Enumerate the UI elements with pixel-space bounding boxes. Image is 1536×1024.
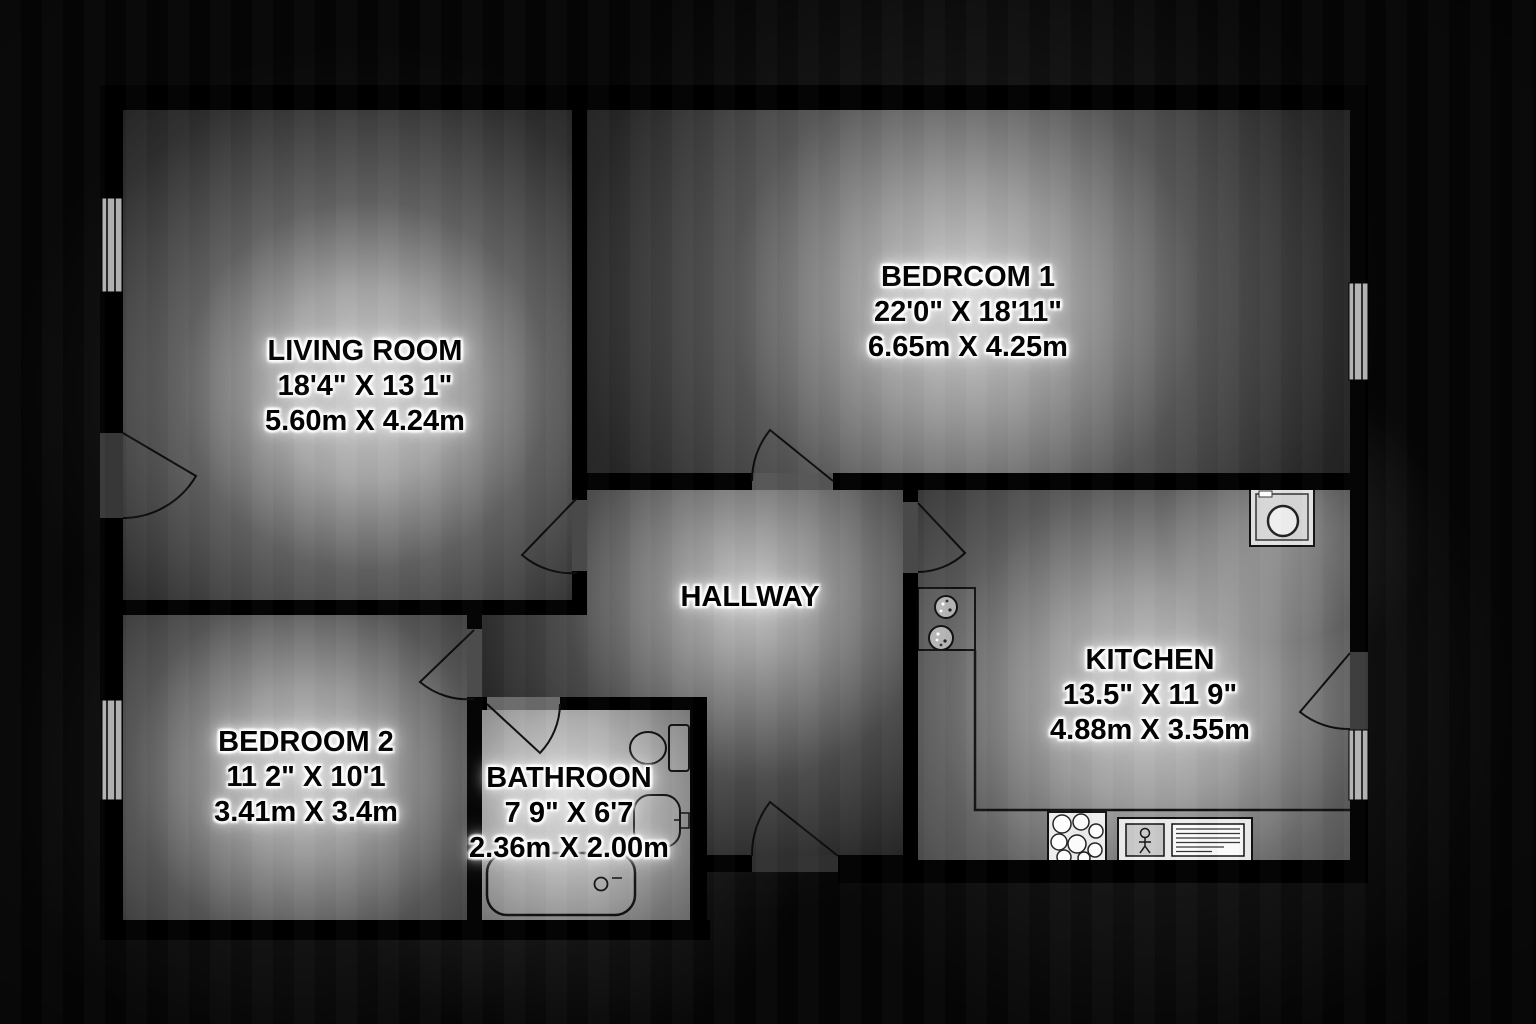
room-name: KITCHEN <box>1085 644 1215 676</box>
window-bedroom-1-icon <box>1348 282 1369 381</box>
window-living-room-icon <box>101 197 123 293</box>
room-size-metric: 6.65m X 4.25m <box>868 331 1068 363</box>
room-label-kitchen: KITCHEN 13.5" X 11 9" 4.88m X 3.55m <box>1050 643 1250 748</box>
room-size-imperial: 18'4" X 13 1" <box>277 370 453 402</box>
washing-machine-icon <box>1249 487 1315 547</box>
room-size-metric: 4.88m X 3.55m <box>1050 714 1250 746</box>
room-size-imperial: 13.5" X 11 9" <box>1062 679 1238 711</box>
room-name: BEDRCOM 1 <box>880 261 1056 293</box>
room-name: HALLWAY <box>680 581 820 613</box>
room-size-metric: 2.36m X 2.00m <box>469 832 669 864</box>
room-name: BATHROON <box>486 762 652 794</box>
room-label-bathroom: BATHROON 7 9" X 6'7 2.36m X 2.00m <box>469 761 669 866</box>
window-bedroom-2-icon <box>101 699 123 801</box>
room-size-metric: 3.41m X 3.4m <box>214 796 398 828</box>
room-name: LIVING ROOM <box>267 335 463 367</box>
sink-with-dishes-icon <box>1047 811 1107 865</box>
door-bathroom-icon <box>486 703 561 755</box>
room-label-hallway: HALLWAY <box>680 580 819 615</box>
door-kitchen-entry-icon <box>917 502 967 573</box>
room-label-bedroom-2: BEDROOM 2 11 2" X 10'1 3.41m X 3.4m <box>214 725 398 830</box>
door-bedroom-2-icon <box>418 629 475 701</box>
room-size-imperial: 11 2" X 10'1 <box>226 761 386 793</box>
room-size-imperial: 7 9" X 6'7 <box>504 797 634 829</box>
room-label-living-room: LIVING ROOM 18'4" X 13 1" 5.60m X 4.24m <box>265 334 465 439</box>
room-size-metric: 5.60m X 4.24m <box>265 405 465 437</box>
room-name: BEDROOM 2 <box>218 726 394 758</box>
room-label-bedroom-1: BEDRCOM 1 22'0" X 18'11" 6.65m X 4.25m <box>868 260 1068 365</box>
cooker-unit-icon <box>1117 817 1253 863</box>
door-entrance-living-icon <box>122 432 198 519</box>
door-front-entrance-icon <box>750 800 839 857</box>
window-kitchen-icon <box>1348 729 1369 801</box>
door-living-to-hallway-icon <box>520 497 578 575</box>
room-size-imperial: 22'0" X 18'11" <box>873 296 1063 328</box>
door-kitchen-rear-icon <box>1298 652 1351 731</box>
